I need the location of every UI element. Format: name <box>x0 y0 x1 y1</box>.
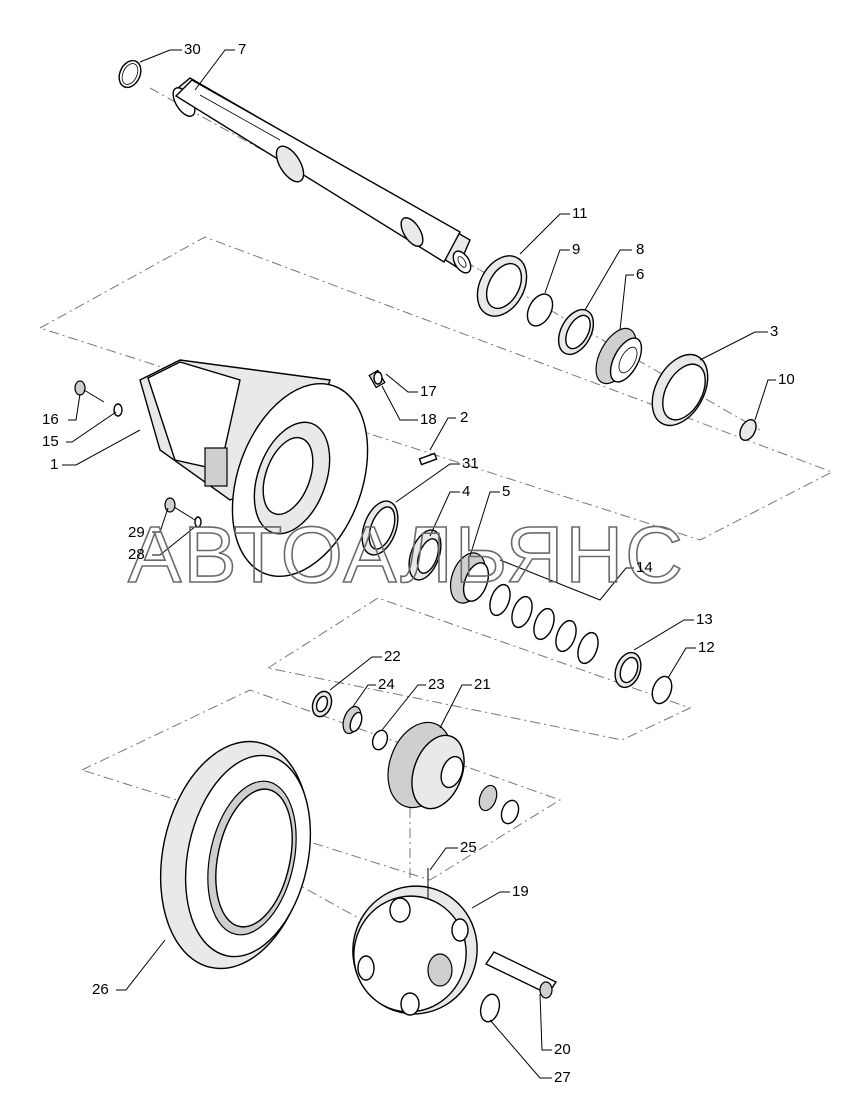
leader-lines <box>62 49 776 1079</box>
part-12-ring <box>651 675 673 705</box>
part-11-seal <box>476 255 528 317</box>
callout-26: 26 <box>92 981 109 998</box>
callout-15: 15 <box>42 433 59 450</box>
callout-17: 17 <box>420 383 437 400</box>
lower-assembly-boundary <box>80 689 562 881</box>
callout-19: 19 <box>512 883 529 900</box>
callout-6: 6 <box>636 266 644 283</box>
part-6-bearing <box>595 327 643 385</box>
callout-23: 23 <box>428 676 445 693</box>
callout-2: 2 <box>460 409 468 426</box>
callout-labels: 30 7 11 9 8 6 3 10 17 18 2 16 15 1 31 4 … <box>42 41 795 1086</box>
callout-30: 30 <box>184 41 201 58</box>
part-26-ring-gear <box>159 740 312 970</box>
callout-28: 28 <box>128 546 145 563</box>
part-14-shims <box>489 583 599 665</box>
callout-1: 1 <box>50 456 58 473</box>
part-1-housing <box>139 359 369 578</box>
part-22-washer <box>311 690 333 718</box>
callout-8: 8 <box>636 241 644 258</box>
part-5-bearing <box>449 552 490 604</box>
callout-20: 20 <box>554 1041 571 1058</box>
part-31-seal <box>361 500 399 556</box>
part-10-cap <box>739 419 757 441</box>
part-21-planet-gear <box>387 721 520 825</box>
part-19-planet-carrier <box>352 885 478 1016</box>
part-30-circlip <box>118 59 142 89</box>
part-9-ring <box>526 293 554 327</box>
part-16-15-bolt <box>74 380 123 417</box>
part-7-shaft <box>172 77 472 274</box>
part-27-circlip <box>479 993 501 1023</box>
callout-25: 25 <box>460 839 477 856</box>
callout-31: 31 <box>462 455 479 472</box>
callout-9: 9 <box>572 241 580 258</box>
callout-21: 21 <box>474 676 491 693</box>
part-2-pin <box>418 452 438 466</box>
part-8-spacer <box>557 308 595 356</box>
upper-assembly-boundary <box>38 236 834 541</box>
callout-14: 14 <box>636 559 653 576</box>
callout-7: 7 <box>238 41 246 58</box>
callout-5: 5 <box>502 483 510 500</box>
callout-18: 18 <box>420 411 437 428</box>
part-13-ring <box>614 651 642 689</box>
callout-16: 16 <box>42 411 59 428</box>
callout-27: 27 <box>554 1069 571 1086</box>
callout-3: 3 <box>770 323 778 340</box>
part-24-bearing <box>342 705 363 735</box>
middle-assembly-boundary <box>266 597 692 741</box>
callout-29: 29 <box>128 524 145 541</box>
watermark-text: АВТОАЛЬЯНС <box>128 510 685 599</box>
callout-10: 10 <box>778 371 795 388</box>
part-3-bearing-cup <box>651 353 709 427</box>
part-17-18-bolt <box>368 369 386 389</box>
callout-22: 22 <box>384 648 401 665</box>
part-23-ring <box>371 729 389 751</box>
callout-12: 12 <box>698 639 715 656</box>
callout-13: 13 <box>696 611 713 628</box>
callout-11: 11 <box>572 205 588 222</box>
part-4-bearing <box>408 529 442 581</box>
callout-24: 24 <box>378 676 395 693</box>
part-20-pin <box>484 951 558 999</box>
callout-4: 4 <box>462 483 470 500</box>
